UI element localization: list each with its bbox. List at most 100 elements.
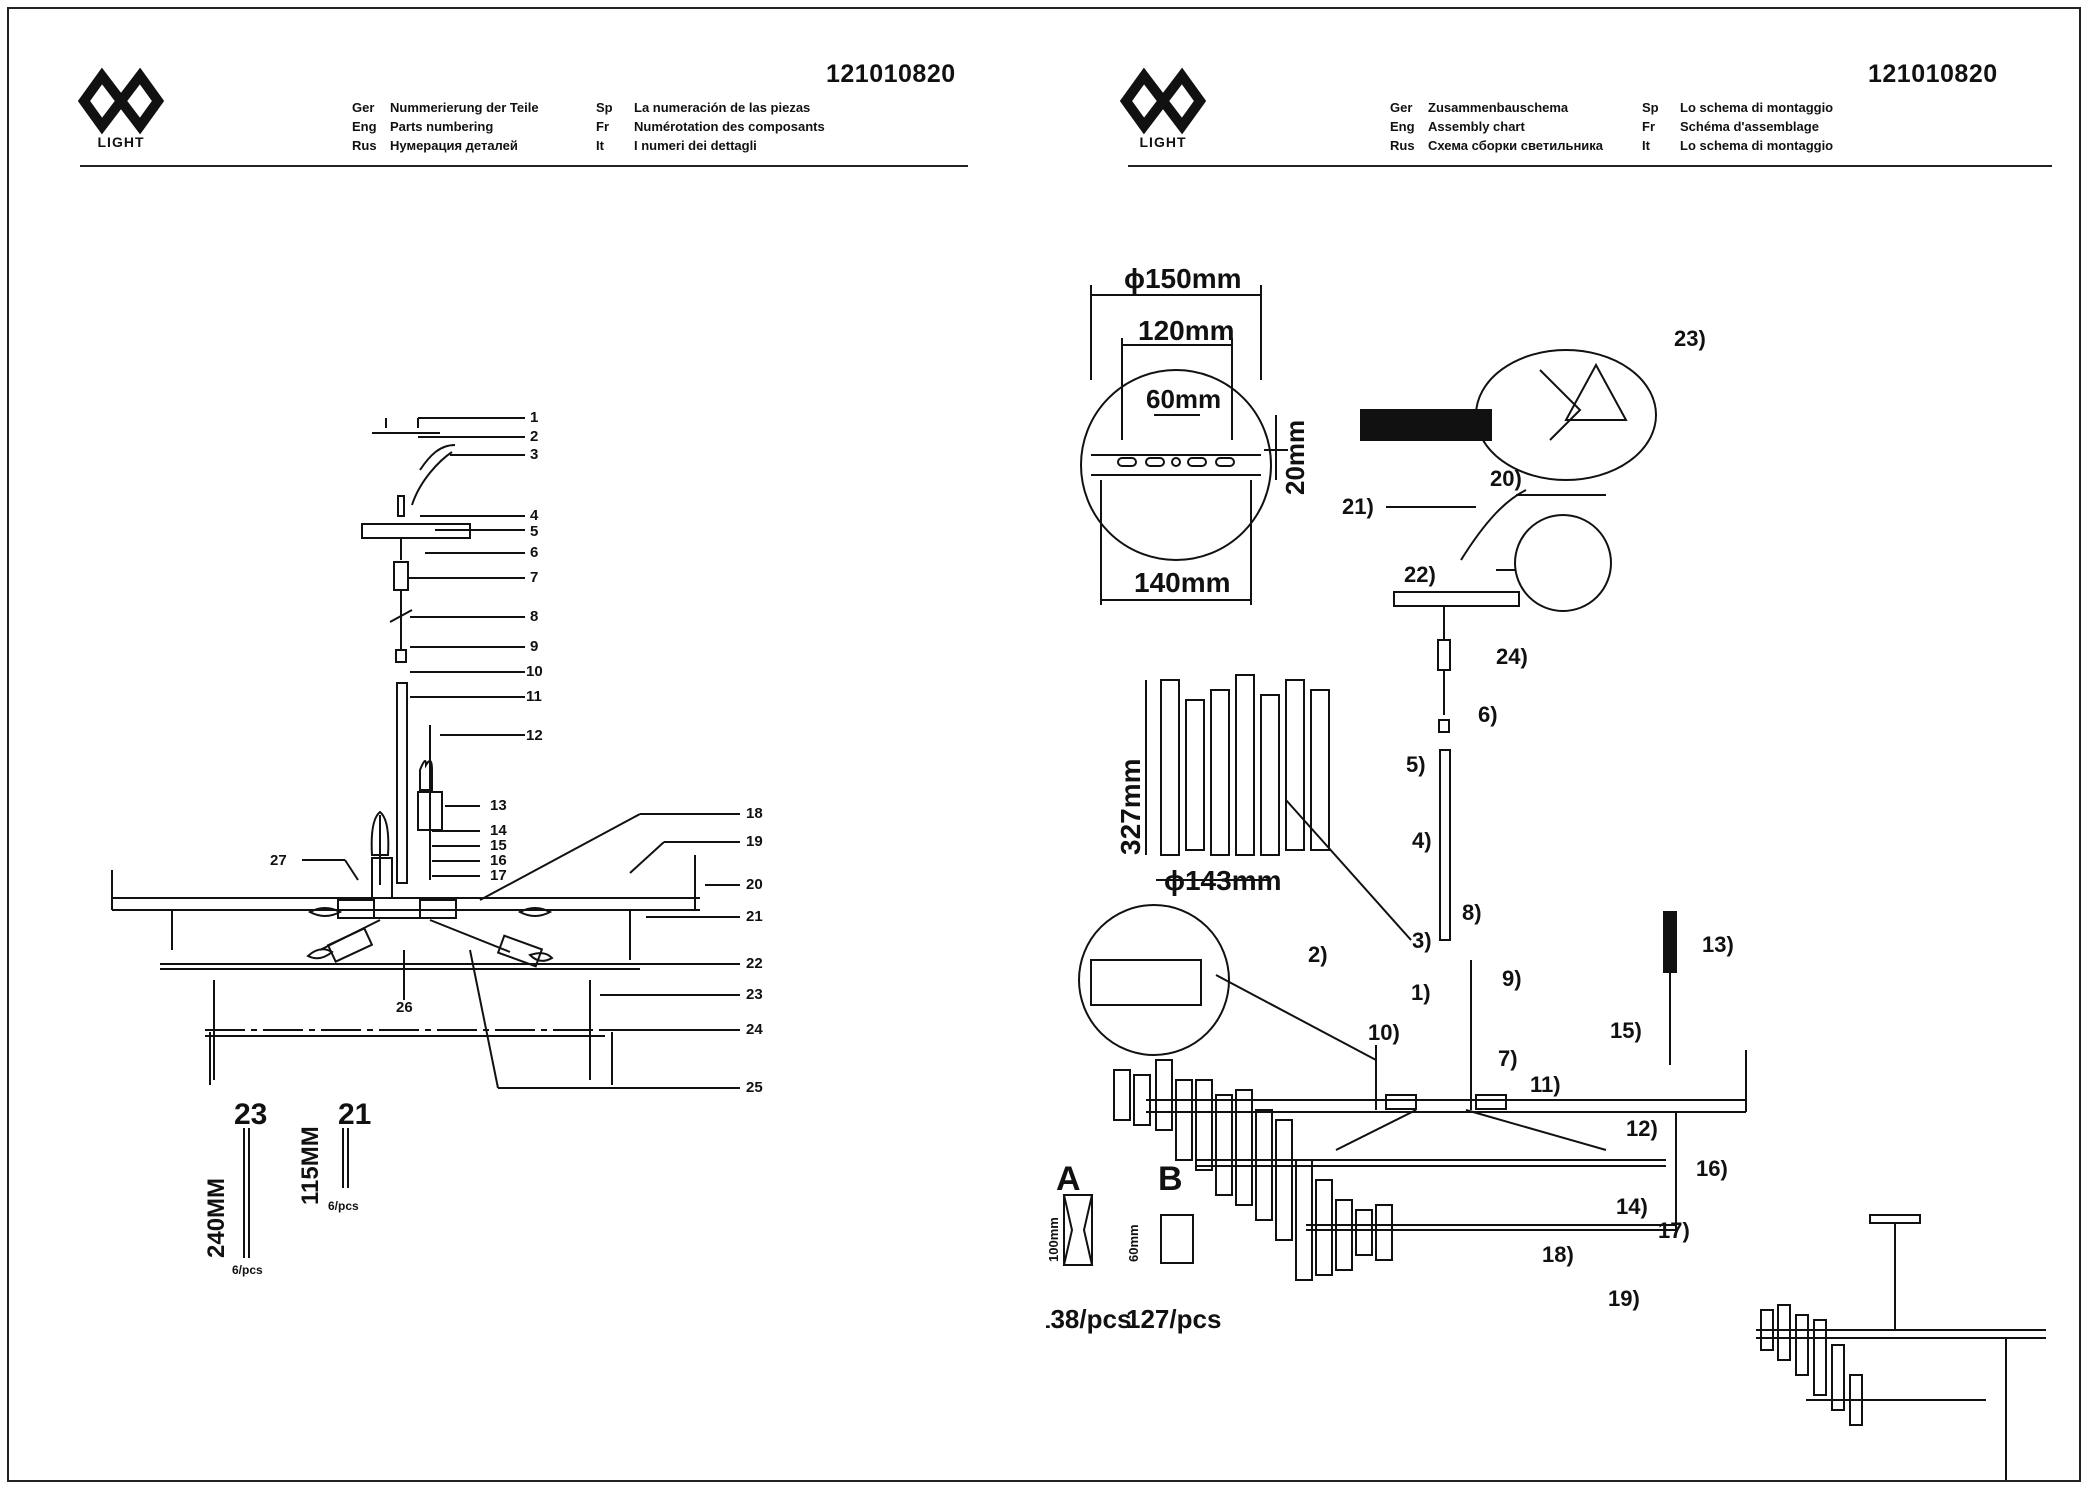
callout-10: 10 <box>526 663 543 680</box>
document-number: 121010820 <box>1868 60 1998 88</box>
dim-bar-length: 140mm <box>1134 567 1231 598</box>
rod-23-qty: 6/pcs <box>232 1263 263 1277</box>
step-8: 8) <box>1462 900 1482 925</box>
step-13: 13) <box>1702 932 1734 957</box>
dim-holes-inner: 60mm <box>1146 384 1221 414</box>
step-18: 18) <box>1542 1242 1574 1267</box>
callout-17: 17 <box>490 867 507 884</box>
step-19: 19) <box>1608 1286 1640 1311</box>
exploded-parts-diagram: 1 2 3 4 5 6 7 8 9 10 11 12 13 14 15 16 1… <box>111 409 763 1277</box>
header-rule <box>1128 165 2052 167</box>
step-21: 21) <box>1342 494 1374 519</box>
callout-20: 20 <box>746 876 763 893</box>
crystal-b-size: 60mm <box>1126 1224 1141 1262</box>
step-5: 5) <box>1406 752 1426 777</box>
step-4: 4) <box>1412 828 1432 853</box>
assembly-diagram: ϕ150mm 120mm 60mm 140mm 20mm 327mm ϕ143m… <box>1046 263 2046 1480</box>
step-22: 22) <box>1404 562 1436 587</box>
rod-23-length: 240MM <box>203 1178 230 1258</box>
callout-13: 13 <box>490 797 507 814</box>
installed-preview <box>1756 1214 2046 1480</box>
page-frame <box>7 7 2081 1482</box>
step-14: 14) <box>1616 1194 1648 1219</box>
step-17: 17) <box>1658 1218 1690 1243</box>
callout-27: 27 <box>270 852 287 869</box>
callout-2: 2 <box>530 428 538 445</box>
crystal-a-qty: 138/pcs <box>1046 1304 1131 1334</box>
crystal-a-size: 100mm <box>1046 1217 1061 1262</box>
callout-21: 21 <box>746 908 763 925</box>
logo-icon <box>1119 67 1207 135</box>
step-6: 6) <box>1478 702 1498 727</box>
callout-8: 8 <box>530 608 538 625</box>
step-1: 1) <box>1411 980 1431 1005</box>
step-23: 23) <box>1674 326 1706 351</box>
callout-3: 3 <box>530 446 538 463</box>
callout-14: 14 <box>490 822 507 839</box>
header-rule <box>80 165 968 167</box>
step-20: 20) <box>1490 466 1522 491</box>
step-9: 9) <box>1502 966 1522 991</box>
chandelier-assembly <box>1113 960 1747 1281</box>
rod-23-number: 23 <box>234 1098 267 1131</box>
step-12: 12) <box>1626 1116 1658 1141</box>
callout-19: 19 <box>746 833 763 850</box>
mounting-plate <box>1080 369 1272 561</box>
rod-21-qty: 6/pcs <box>328 1199 359 1213</box>
callout-24: 24 <box>746 1021 763 1038</box>
panel-diameter: ϕ143mm <box>1164 865 1282 896</box>
crystal-a-shape <box>1063 1194 1093 1266</box>
logo-text: LIGHT <box>1139 134 1187 150</box>
dim-outer: ϕ150mm <box>1124 263 1242 294</box>
logo-icon <box>77 67 165 135</box>
callout-6: 6 <box>530 544 538 561</box>
document-number: 121010820 <box>826 60 956 88</box>
callout-7: 7 <box>530 569 538 586</box>
callout-15: 15 <box>490 837 507 854</box>
callout-25: 25 <box>746 1079 763 1096</box>
crystal-b-label: B <box>1158 1160 1183 1198</box>
dim-holes-outer: 120mm <box>1138 315 1235 346</box>
callout-4: 4 <box>530 507 539 524</box>
brand-logo: LIGHT <box>76 66 166 156</box>
callout-9: 9 <box>530 638 538 655</box>
crystal-a-label: A <box>1056 1160 1081 1198</box>
callout-26: 26 <box>396 999 413 1016</box>
callout-18: 18 <box>746 805 763 822</box>
callout-16: 16 <box>490 852 507 869</box>
callout-23: 23 <box>746 986 763 1003</box>
callout-1: 1 <box>530 409 538 426</box>
callout-5: 5 <box>530 523 538 540</box>
logo-text: LIGHT <box>97 134 145 150</box>
step-16: 16) <box>1696 1156 1728 1181</box>
callout-22: 22 <box>746 955 763 972</box>
rod-21-length: 115MM <box>297 1126 324 1205</box>
panel-height: 327mm <box>1115 758 1146 855</box>
crystal-panel-preview <box>1160 674 1330 856</box>
dim-height: 20mm <box>1280 420 1310 495</box>
rod-21-number: 21 <box>338 1098 371 1131</box>
callout-11: 11 <box>526 688 542 705</box>
step-24: 24) <box>1496 644 1528 669</box>
crystal-b-qty: 127/pcs <box>1126 1304 1221 1334</box>
step-15: 15) <box>1610 1018 1642 1043</box>
step-10: 10) <box>1368 1020 1400 1045</box>
step-7: 7) <box>1498 1046 1518 1071</box>
